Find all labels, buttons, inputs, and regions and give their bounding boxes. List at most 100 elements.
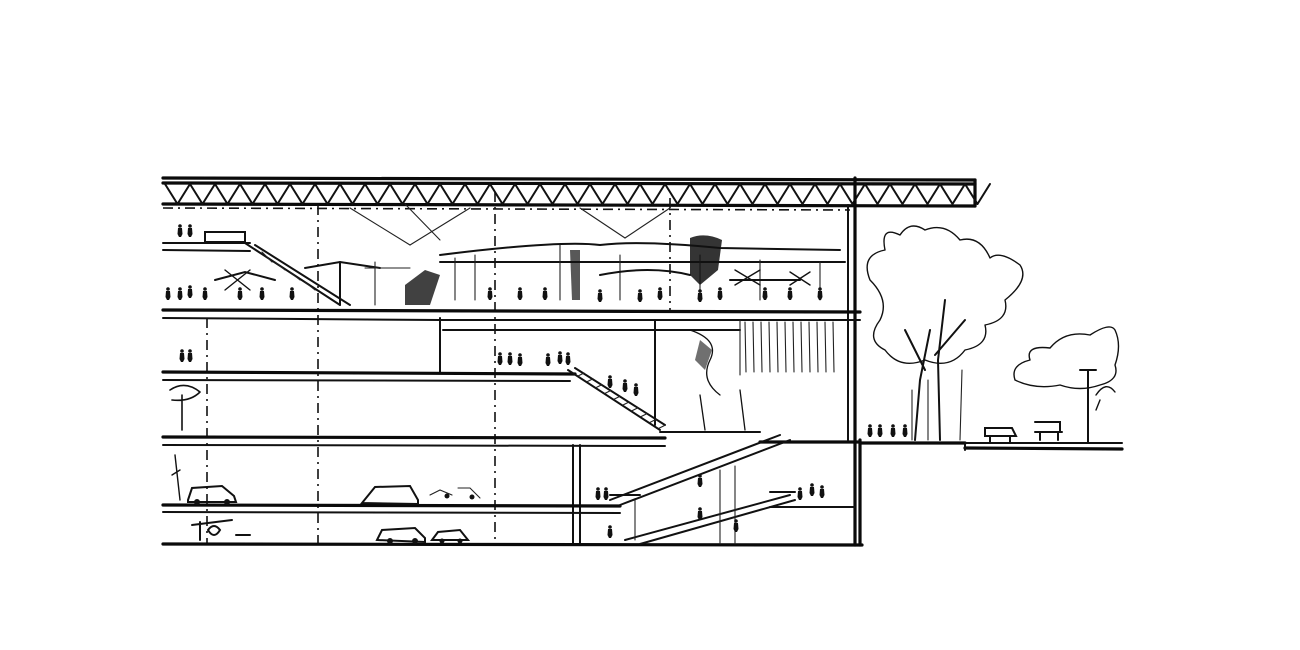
truss-diagonal [326,183,341,205]
truss-diagonal [864,183,879,205]
person-figure [697,507,703,520]
truss-diagonal [164,183,179,205]
truss-diagonal [389,183,404,205]
person-figure [187,285,193,298]
truss-diagonal [614,183,629,205]
stair-tread [604,389,612,394]
person-figure [819,485,825,498]
screen-slat [784,321,787,373]
truss-diagonal [364,183,379,205]
truss-diagonal [976,183,991,205]
truss-diagonal [201,183,216,205]
person-figure [797,487,803,500]
truss-diagonal [251,183,266,205]
truss-diagonal [526,183,541,205]
screen-slat [800,321,803,373]
truss-diagonal [214,183,229,205]
roof-truss [161,176,991,208]
truss-diagonal [351,183,366,205]
screen-slat [816,321,819,373]
person-figure [717,287,723,300]
roof-cables [349,203,671,246]
truss-diagonal [589,183,604,205]
truss-diagonal [714,183,729,205]
stair-tread [649,418,657,423]
truss-diagonal [226,183,241,205]
truss-diagonal [726,183,741,205]
truss-diagonal [789,183,804,205]
truss-diagonal [276,183,291,205]
truss-diagonal [664,183,679,205]
person-figure [517,353,523,366]
screen-slat [832,321,835,373]
person-figure [595,487,601,500]
person-figure [902,424,908,437]
person-figure [557,351,563,364]
stair-tread [613,395,621,400]
person-figure [187,224,193,237]
person-figure [289,287,295,300]
screen-slat [808,321,811,373]
stair-tread [658,424,666,429]
screen-slat [792,321,795,373]
person-figure [762,287,768,300]
person-figure [487,287,493,300]
truss-diagonal [914,183,929,205]
person-figure [202,287,208,300]
person-figure [867,424,873,437]
truss-diagonal [951,183,966,205]
truss-diagonal [551,183,566,205]
truss-diagonal [626,183,641,205]
truss-diagonal [801,183,816,205]
truss-diagonal [576,183,591,205]
truss-diagonal [689,183,704,205]
person-figure [517,287,523,300]
parking-level-cars [187,484,481,506]
screen-slat [824,321,827,373]
person-figure [165,287,171,300]
truss-diagonal [514,183,529,205]
truss-diagonal [239,183,254,205]
person-figure [809,483,815,496]
truss-diagonal [901,183,916,205]
person-figure [657,287,663,300]
truss-diagonal [414,183,429,205]
person-figure [890,424,896,437]
person-figure [497,352,503,365]
interior-plants [169,329,746,501]
truss-diagonal [301,183,316,205]
truss-diagonal [764,183,779,205]
truss-diagonal [751,183,766,205]
truss-diagonal [701,183,716,205]
person-figure [622,379,628,392]
stair-tread [577,372,585,377]
truss-diagonal [939,183,954,205]
truss-diagonal [814,183,829,205]
upper-market-level [161,231,862,331]
person-figure [607,525,613,538]
person-figure [177,224,183,237]
person-figure [179,349,185,362]
truss-diagonal [426,183,441,205]
truss-diagonal [601,183,616,205]
truss-diagonal [189,183,204,205]
screen-slat [776,321,779,373]
truss-diagonal [289,183,304,205]
screen-slat [752,321,755,373]
truss-diagonal [776,183,791,205]
person-figure [507,352,513,365]
truss-diagonal [676,183,691,205]
truss-diagonal [401,183,416,205]
truss-diagonal [264,183,279,205]
screen-slat [768,321,771,373]
grid-axes [162,192,851,545]
person-figure [697,474,703,487]
street-benches [984,421,1063,443]
truss-diagonal [501,183,516,205]
truss-diagonal [964,183,979,205]
stair-tread [631,407,639,412]
person-figure [259,287,265,300]
truss-diagonal [489,183,504,205]
